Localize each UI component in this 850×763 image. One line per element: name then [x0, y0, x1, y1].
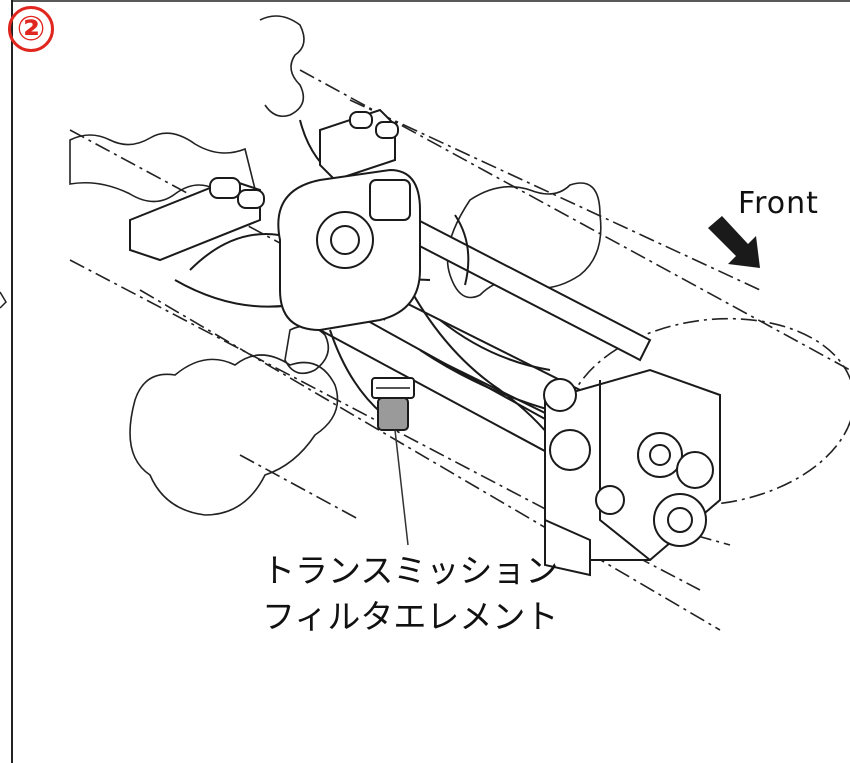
filter-callout: トランスミッション フィルタエレメント — [262, 548, 558, 640]
step-number-badge: ② — [4, 2, 62, 60]
filter-element — [371, 377, 415, 431]
callout-leader-line — [394, 429, 409, 546]
callout-line-2: フィルタエレメント — [262, 597, 559, 636]
step-number: ② — [16, 9, 46, 49]
step-badge-circle — [8, 6, 54, 52]
arrow-down-right-icon — [708, 216, 760, 268]
phantom-wheel — [565, 317, 850, 507]
callout-line-1: トランスミッション — [262, 551, 559, 590]
transmission-assembly — [129, 108, 721, 577]
front-direction-label: Front — [738, 186, 819, 221]
edge-mark — [0, 291, 7, 309]
